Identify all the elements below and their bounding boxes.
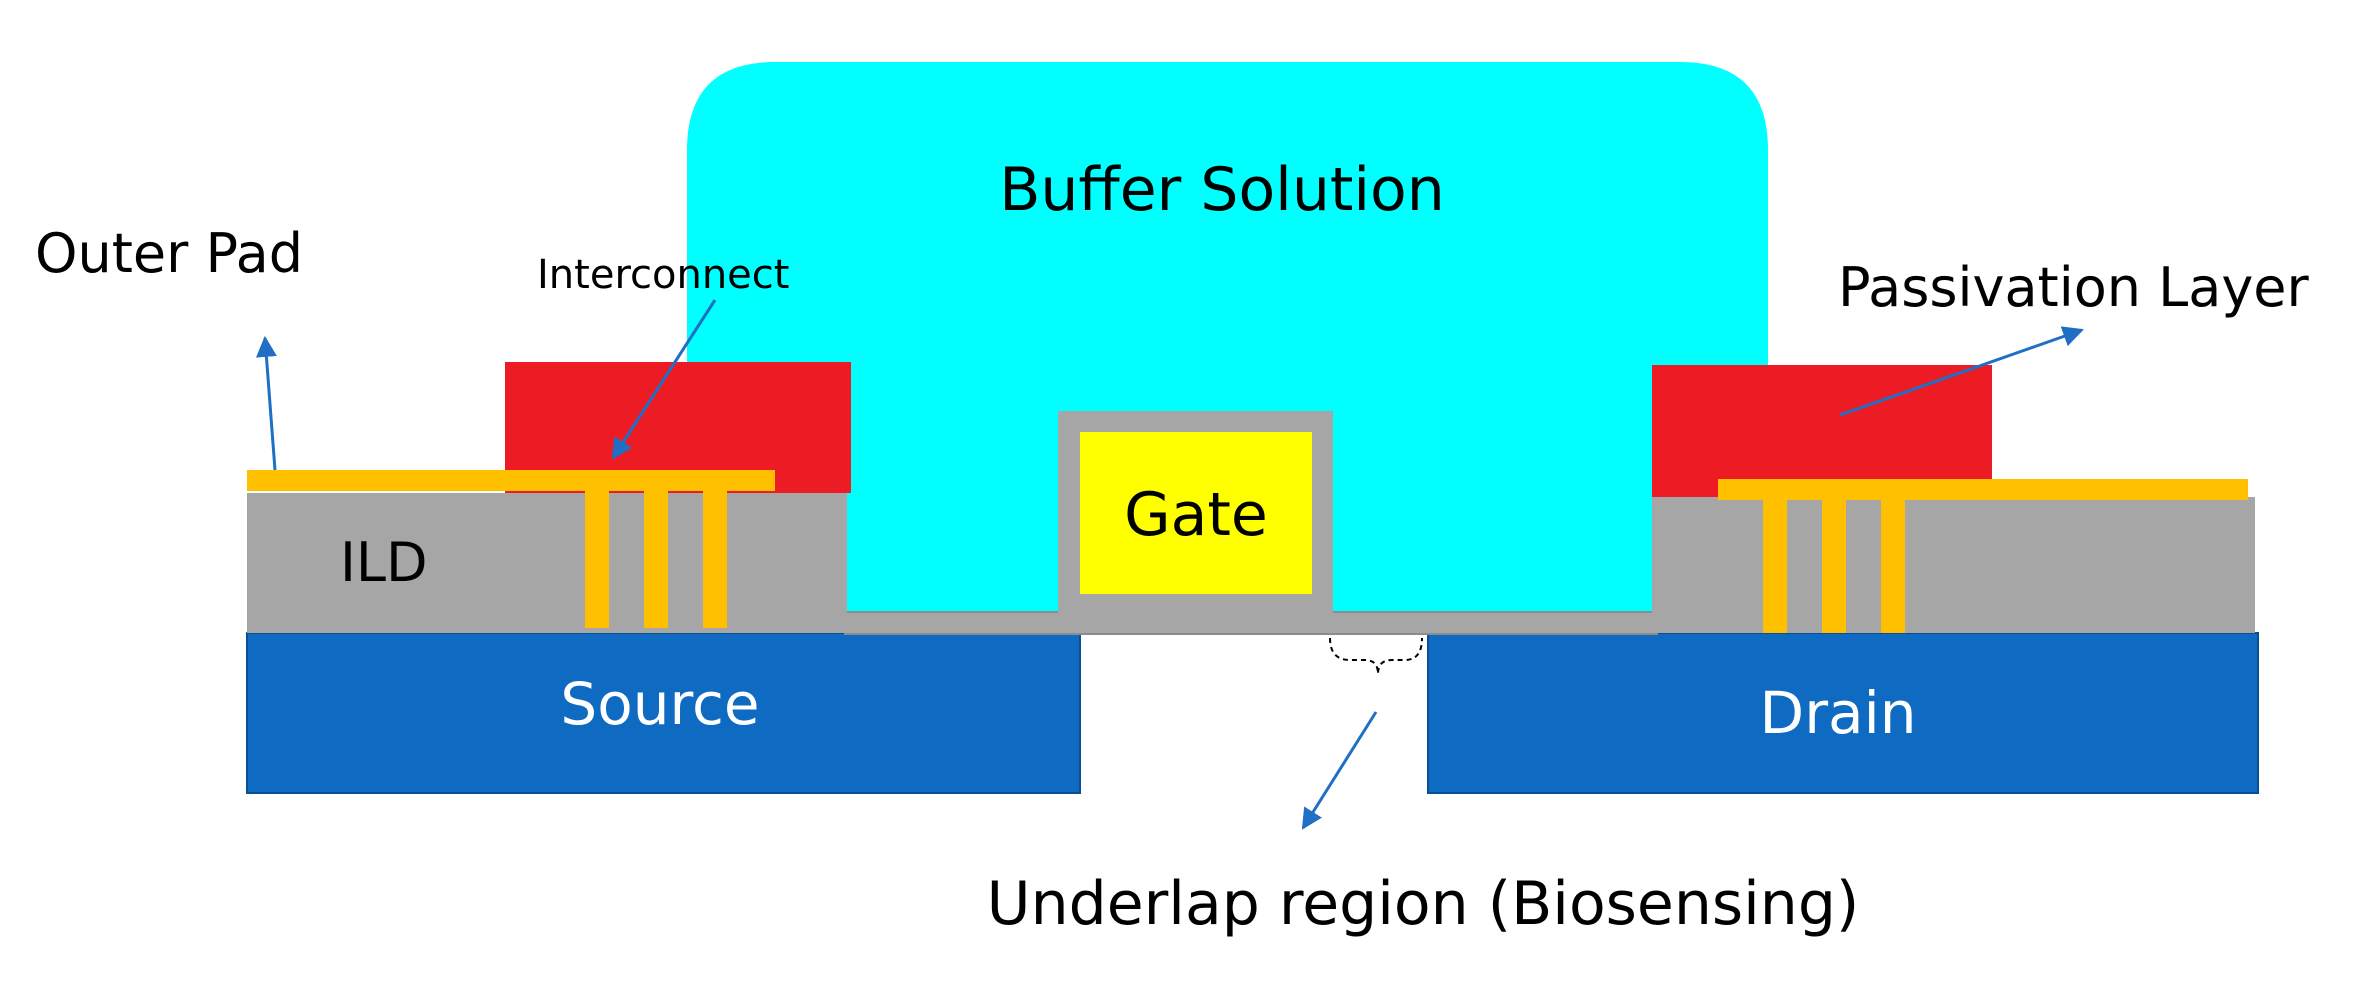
outer-pad-metal-left	[247, 470, 775, 491]
underlap-brace	[1329, 637, 1423, 675]
gate-oxide-layer	[844, 611, 1658, 635]
via-right-2	[1822, 500, 1846, 633]
interconnect-label: Interconnect	[537, 252, 789, 298]
outer-pad-label: Outer Pad	[35, 222, 303, 285]
source-label: Source	[560, 670, 759, 738]
via-right-3	[1881, 500, 1905, 633]
passivation-right	[1652, 365, 1992, 497]
outer-pad-arrow	[255, 335, 277, 471]
underlap-arrow	[1301, 711, 1378, 830]
source-region	[246, 632, 1081, 794]
passivation-layer-label: Passivation Layer	[1838, 256, 2310, 319]
ild-right	[1652, 497, 2255, 633]
ild-label: ILD	[340, 531, 428, 594]
buffer-solution-label: Buffer Solution	[999, 155, 1445, 225]
via-right-1	[1763, 500, 1787, 633]
interconnect-arrow	[611, 299, 717, 460]
underlap-region-label: Underlap region (Biosensing)	[987, 869, 1860, 939]
via-left-2	[644, 491, 668, 628]
passivation-arrow	[1839, 326, 2084, 417]
gate-label: Gate	[1124, 480, 1268, 550]
pad-metal-right	[1718, 479, 2248, 500]
buffer-solution-region	[687, 62, 1768, 630]
gate-electrode	[1080, 432, 1312, 594]
via-left-1	[585, 491, 609, 628]
ild-left	[247, 493, 847, 633]
via-left-3	[703, 491, 727, 628]
drain-region	[1427, 632, 2259, 794]
drain-label: Drain	[1760, 679, 1917, 747]
